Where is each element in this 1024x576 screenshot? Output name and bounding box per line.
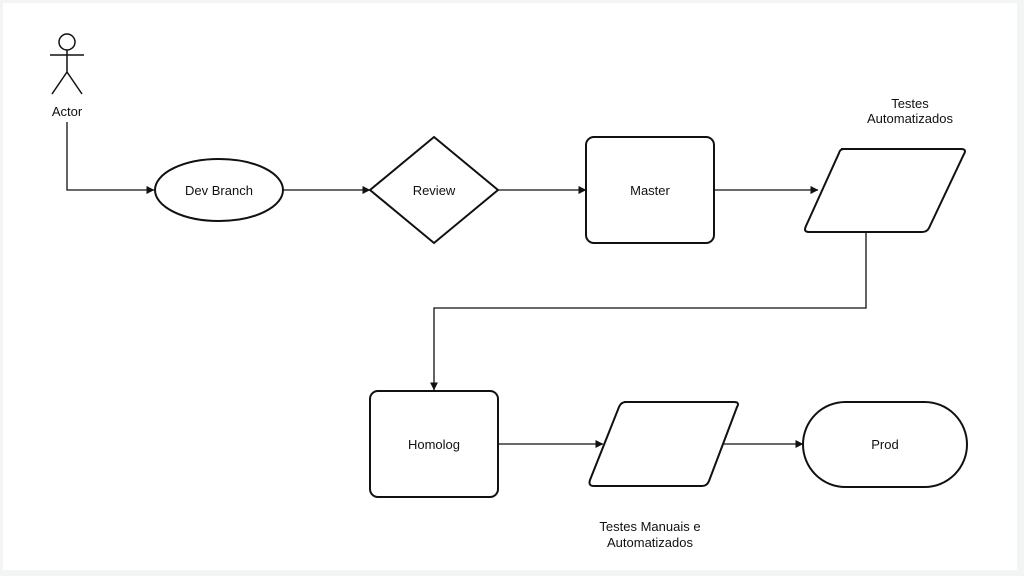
master-node[interactable]	[585, 136, 715, 244]
prod-label: Prod	[871, 437, 898, 452]
testes-automatizados-label-line2: Automatizados	[867, 111, 953, 126]
master-label: Master	[630, 183, 670, 198]
testes-automatizados-label-line1: Testes	[891, 96, 929, 111]
homolog-label: Homolog	[408, 437, 460, 452]
tests-manuais-node[interactable]	[588, 401, 739, 487]
tests-automatizados-node[interactable]	[804, 148, 966, 233]
actor-label: Actor	[52, 104, 83, 119]
review-node[interactable]	[368, 135, 500, 245]
dev-branch-node[interactable]	[154, 158, 284, 222]
connectors	[66, 122, 867, 448]
connector-tests-homolog	[430, 232, 867, 391]
homolog-node[interactable]	[369, 390, 499, 498]
prod-node[interactable]	[802, 401, 968, 488]
actor-icon[interactable]	[50, 33, 84, 95]
dev-branch-label: Dev Branch	[185, 183, 253, 198]
testes-manuais-label-line2: Automatizados	[607, 535, 693, 550]
connector-actor-devbranch	[66, 122, 155, 194]
review-label: Review	[413, 183, 456, 198]
testes-manuais-label-line1: Testes Manuais e	[599, 519, 700, 534]
